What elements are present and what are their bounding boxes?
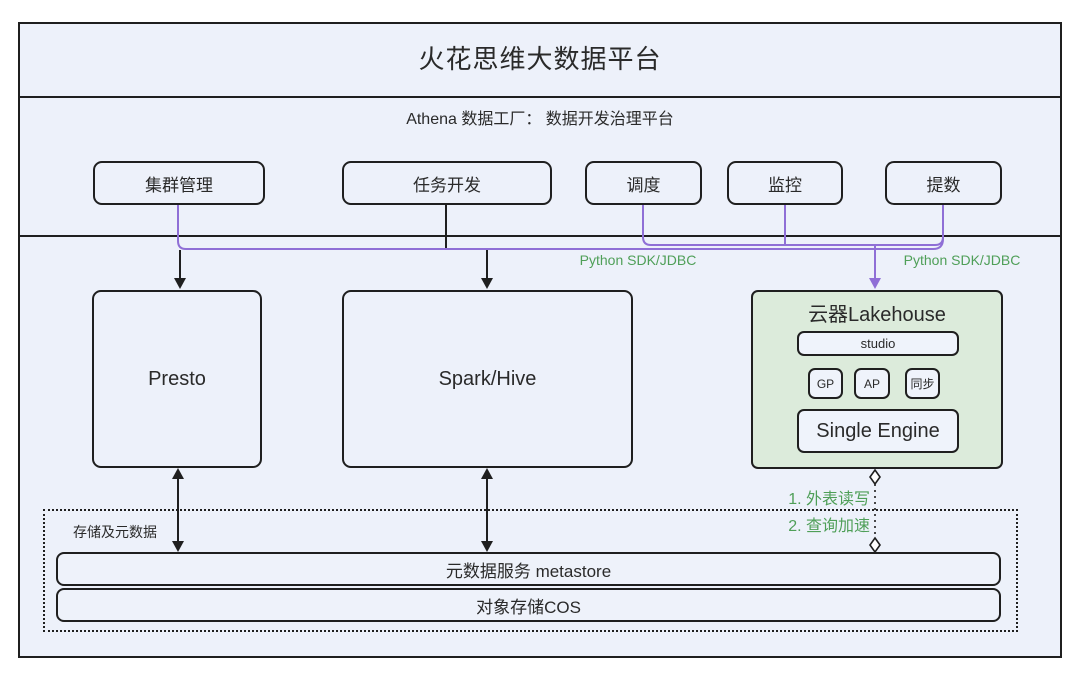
title-divider bbox=[18, 96, 1062, 98]
storage-group-label: 存储及元数据 bbox=[73, 524, 157, 540]
lakehouse-studio-box: studio bbox=[797, 331, 959, 356]
lakehouse-single-engine-box: Single Engine bbox=[797, 409, 959, 453]
module-data-extraction: 提数 bbox=[885, 161, 1002, 205]
spark-hive-box: Spark/Hive bbox=[342, 290, 633, 468]
module-scheduling: 调度 bbox=[585, 161, 702, 205]
python-sdk-label-right: Python SDK/JDBC bbox=[903, 252, 1021, 268]
athena-subtitle: Athena 数据工厂： 数据开发治理平台 bbox=[406, 111, 674, 128]
lakehouse-chip-sync: 同步 bbox=[905, 368, 940, 399]
module-task-development: 任务开发 bbox=[342, 161, 552, 205]
python-sdk-label-left: Python SDK/JDBC bbox=[579, 252, 697, 268]
metastore-box: 元数据服务 metastore bbox=[56, 552, 1001, 586]
cos-box: 对象存储COS bbox=[56, 588, 1001, 622]
page-title: 火花思维大数据平台 bbox=[418, 43, 662, 74]
lakehouse-chip-gp: GP bbox=[808, 368, 843, 399]
lakehouse-title: 云器Lakehouse bbox=[808, 304, 946, 326]
note-query-acceleration: 2. 查询加速 bbox=[788, 518, 870, 535]
lakehouse-chip-ap: AP bbox=[854, 368, 890, 399]
section-divider bbox=[18, 235, 1062, 237]
module-monitoring: 监控 bbox=[727, 161, 843, 205]
note-external-table: 1. 外表读写 bbox=[788, 491, 870, 508]
presto-box: Presto bbox=[92, 290, 262, 468]
module-cluster-management: 集群管理 bbox=[93, 161, 265, 205]
storage-group-box bbox=[43, 509, 1018, 632]
